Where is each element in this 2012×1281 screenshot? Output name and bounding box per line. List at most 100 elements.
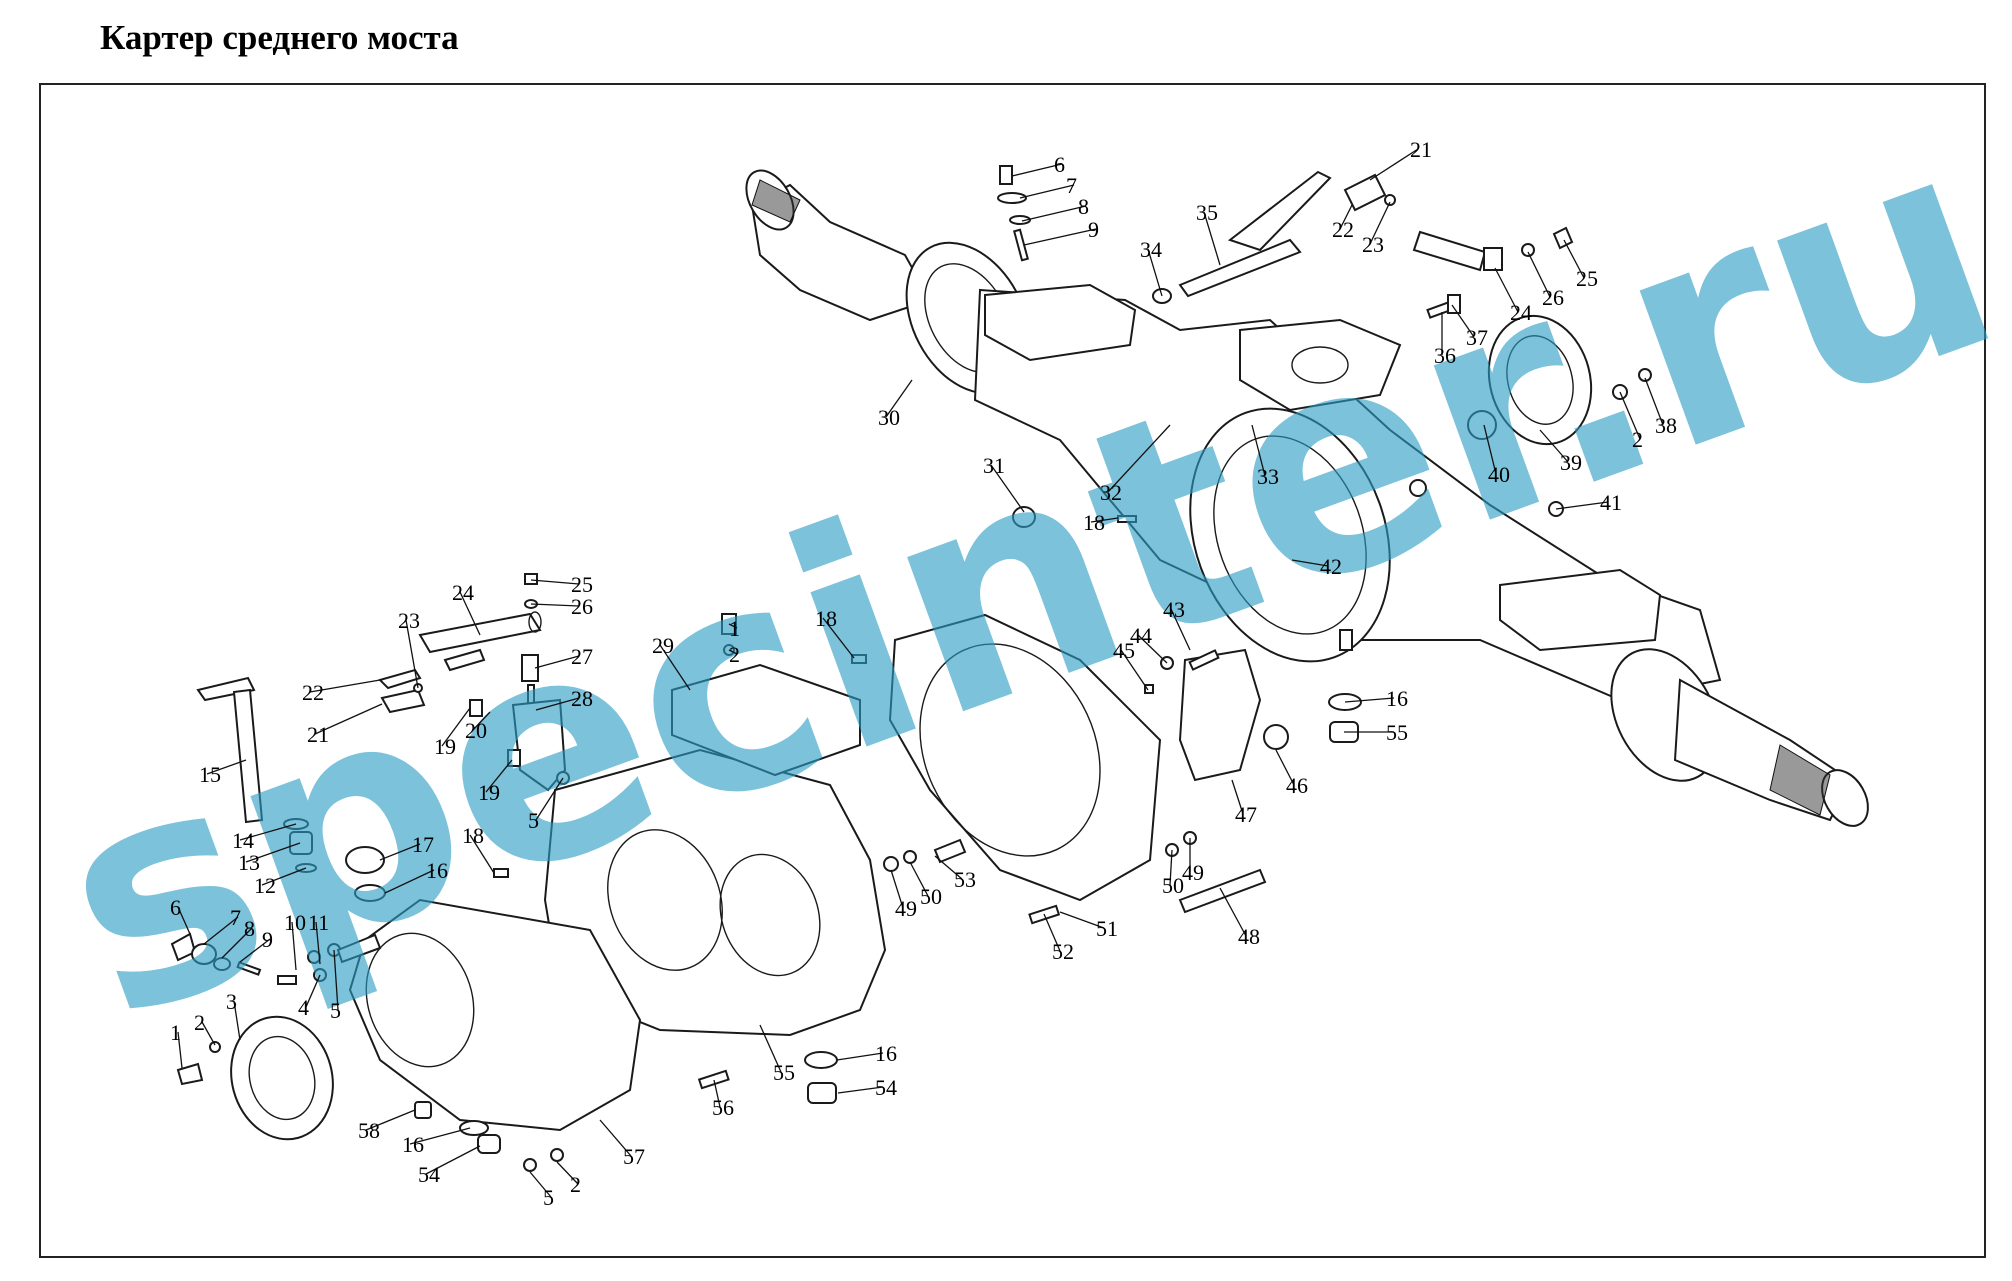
part-number-label: 26 <box>1542 285 1564 310</box>
part-number-label: 35 <box>1196 200 1218 225</box>
leader-line <box>885 379 913 418</box>
leader-line <box>1451 304 1475 338</box>
part-number-label: 57 <box>623 1144 645 1169</box>
leader-line <box>1059 911 1105 929</box>
leader-line <box>535 777 564 821</box>
part-number-label: 2 <box>1632 427 1643 452</box>
leader-line <box>909 861 929 897</box>
part-number-label: 44 <box>1130 623 1152 648</box>
leader-line <box>1619 391 1641 440</box>
part-number-label: 46 <box>1286 773 1308 798</box>
leader-line <box>599 1119 632 1157</box>
part-number-label: 5 <box>330 998 341 1023</box>
leader-line <box>1494 267 1519 313</box>
leader-line <box>333 949 339 1011</box>
leader-line <box>728 623 738 629</box>
leader-line <box>314 703 383 735</box>
part-number-label: 10 <box>284 910 306 935</box>
leader-line <box>485 759 513 793</box>
part-number-label: 22 <box>302 680 324 705</box>
leader-line <box>305 974 321 1008</box>
leader-line <box>1021 205 1087 222</box>
part-number-label: 2 <box>570 1172 581 1197</box>
part-number-label: 6 <box>1054 152 1065 177</box>
part-number-label: 32 <box>1100 480 1122 505</box>
leader-line <box>379 843 421 861</box>
part-number-label: 16 <box>426 858 448 883</box>
part-number-label: 45 <box>1113 638 1135 663</box>
part-number-label: 8 <box>244 916 255 941</box>
part-number-label: 14 <box>232 828 254 853</box>
part-number-label: 16 <box>875 1041 897 1066</box>
part-number-label: 34 <box>1140 237 1162 262</box>
part-number-label: 54 <box>418 1162 440 1187</box>
leader-line <box>239 938 271 963</box>
leader-line <box>1019 184 1075 199</box>
part-number-label: 17 <box>412 832 434 857</box>
leader-line <box>1170 608 1191 651</box>
part-number-label: 50 <box>1162 873 1184 898</box>
part-number-label: 2 <box>729 642 740 667</box>
part-number-label: 6 <box>170 895 181 920</box>
part-number-label: 21 <box>1410 137 1432 162</box>
leader-line <box>1169 849 1173 886</box>
part-number-labels: 6789343521222324262536373031323318423923… <box>170 137 1677 1210</box>
part-number-label: 21 <box>307 722 329 747</box>
leader-line <box>239 823 297 841</box>
leader-line <box>1339 204 1353 230</box>
leader-line <box>201 1021 216 1046</box>
leader-line <box>836 1052 884 1061</box>
part-number-label: 20 <box>465 718 487 743</box>
part-number-label: 56 <box>712 1095 734 1120</box>
part-number-label: 13 <box>238 850 260 875</box>
leader-line <box>221 927 253 959</box>
leader-line <box>837 1086 884 1094</box>
page-title: Картер среднего моста <box>100 18 459 57</box>
part-number-label: 25 <box>1576 266 1598 291</box>
part-number-label: 31 <box>983 453 1005 478</box>
leader-line <box>728 649 738 655</box>
part-number-label: 36 <box>1434 343 1456 368</box>
part-number-label: 18 <box>815 606 837 631</box>
leader-line <box>990 464 1025 513</box>
leader-line <box>1137 634 1168 664</box>
part-number-label: 5 <box>543 1185 554 1210</box>
part-number-label: 11 <box>308 910 329 935</box>
part-number-label: 49 <box>895 896 917 921</box>
part-number-label: 49 <box>1182 860 1204 885</box>
part-number-label: 41 <box>1600 490 1622 515</box>
part-number-label: 50 <box>920 884 942 909</box>
leader-line <box>206 759 247 775</box>
leader-line <box>1107 424 1171 493</box>
leader-line <box>759 1024 782 1073</box>
leader-line <box>1251 424 1266 477</box>
part-number-label: 28 <box>571 686 593 711</box>
part-number-label: 43 <box>1163 597 1185 622</box>
leader-line <box>890 869 904 909</box>
part-number-label: 58 <box>358 1118 380 1143</box>
leader-line <box>1147 248 1163 297</box>
leader-line <box>934 855 963 880</box>
part-number-label: 25 <box>571 572 593 597</box>
leader-line <box>315 921 321 965</box>
leader-line <box>1527 251 1551 298</box>
part-number-label: 22 <box>1332 217 1354 242</box>
leader-line <box>469 834 495 874</box>
leader-line <box>365 1109 416 1131</box>
leader-line <box>1043 913 1061 952</box>
part-number-label: 53 <box>954 867 976 892</box>
part-number-label: 19 <box>434 734 456 759</box>
leader-line <box>1344 697 1395 703</box>
part-number-label: 24 <box>1510 300 1532 325</box>
leader-line <box>1644 377 1664 426</box>
part-number-label: 1 <box>170 1020 181 1045</box>
part-number-label: 51 <box>1096 916 1118 941</box>
axle-housing <box>745 169 1869 827</box>
part-number-label: 55 <box>773 1060 795 1085</box>
leader-line <box>459 591 481 636</box>
part-number-label: 24 <box>452 580 474 605</box>
part-number-label: 5 <box>528 808 539 833</box>
part-number-label: 3 <box>226 989 237 1014</box>
leader-line <box>261 867 307 886</box>
leader-line <box>1369 201 1391 245</box>
